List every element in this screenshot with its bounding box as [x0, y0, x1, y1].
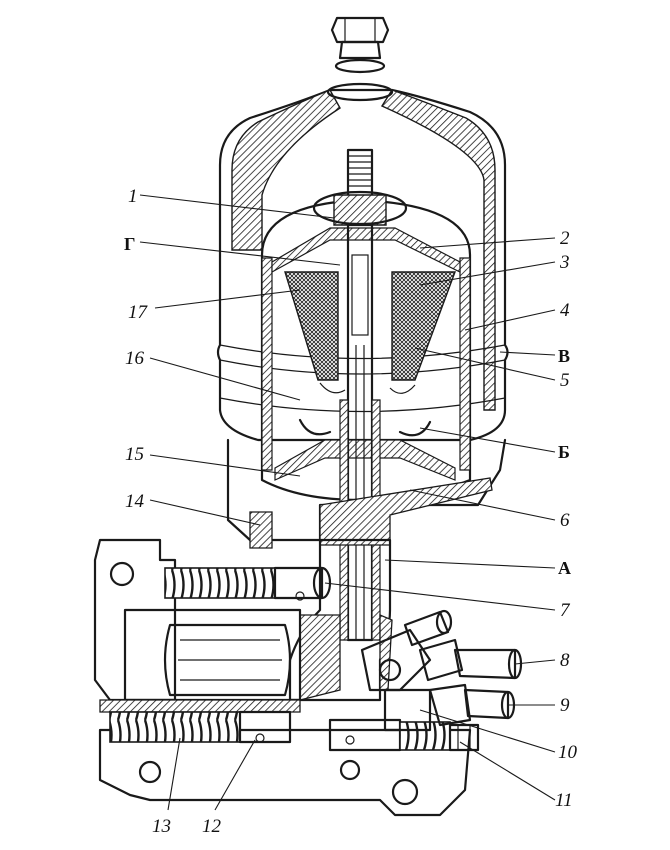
rotor-wall-left	[261, 257, 273, 471]
label-16: 16	[125, 348, 145, 369]
lower-valve	[109, 710, 292, 744]
label-b: Б	[558, 442, 570, 462]
label-5: 5	[560, 370, 570, 391]
label-v: В	[558, 346, 570, 366]
label-9: 9	[560, 695, 570, 716]
filter-screen-right	[391, 271, 457, 381]
rotor-bottom-plate	[274, 439, 456, 481]
label-15: 15	[125, 444, 144, 465]
cover-section-left	[231, 89, 341, 251]
label-14: 14	[125, 491, 145, 512]
label-17: 17	[128, 302, 149, 323]
right-valve	[328, 718, 480, 752]
label-4: 4	[560, 300, 570, 321]
label-7: 7	[560, 600, 571, 621]
rotor	[260, 198, 472, 502]
label-11: 11	[555, 790, 573, 811]
label-12: 12	[202, 816, 222, 837]
label-13: 13	[152, 816, 171, 837]
upper-valve	[164, 566, 332, 601]
label-2: 2	[560, 228, 570, 249]
cover-section-right	[380, 89, 496, 411]
callout-labels: 1 Г 17 16 15 14 2 3 4 В 5 Б 6 А 7 8 9 10…	[124, 186, 578, 837]
central-shaft	[312, 148, 408, 642]
label-a: А	[558, 558, 571, 578]
pipe-fittings	[360, 609, 523, 732]
label-1: 1	[128, 186, 138, 207]
label-6: 6	[560, 510, 570, 531]
label-3: 3	[559, 252, 570, 273]
rotor-top-plate	[271, 227, 461, 274]
label-10: 10	[558, 742, 578, 763]
cap-nut	[330, 16, 390, 74]
label-g: Г	[124, 234, 135, 254]
filter-screen	[284, 271, 339, 381]
leader-lines	[139, 194, 556, 811]
filter-housing	[93, 438, 507, 817]
rotor-wall-right	[459, 257, 471, 471]
label-8: 8	[560, 650, 570, 671]
